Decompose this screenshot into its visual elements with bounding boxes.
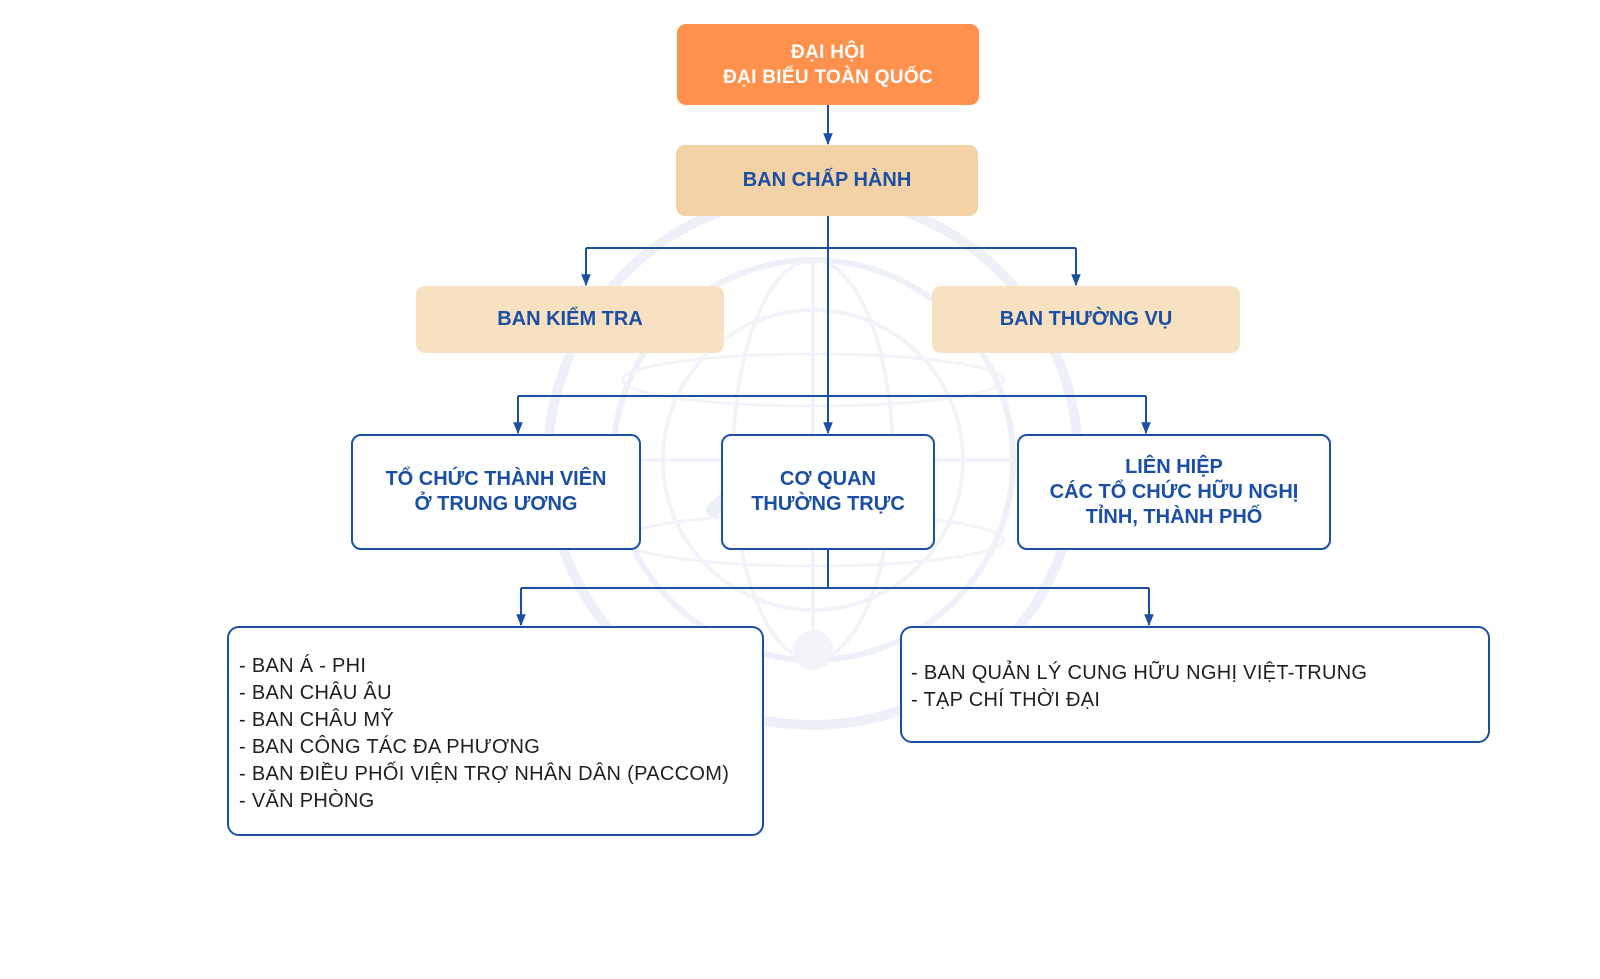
node-congress-line-2: ĐẠI BIỂU TOÀN QUỐC — [723, 66, 933, 88]
node-departments-list: - BAN Á - PHI - BAN CHÂU ÂU - BAN CHÂU M… — [227, 626, 764, 836]
list-item: - BAN CÔNG TÁC ĐA PHƯƠNG — [239, 736, 541, 758]
list-item: - BAN CHÂU ÂU — [239, 682, 392, 704]
list-item: - BAN CHÂU MỸ — [239, 709, 395, 731]
node-standing-agency: CƠ QUAN THƯỜNG TRỰC — [721, 434, 935, 550]
node-provincial-unions-line-1: LIÊN HIỆP — [1125, 455, 1223, 478]
node-executive-label: BAN CHẤP HÀNH — [742, 169, 912, 191]
node-central-member-organizations: TỔ CHỨC THÀNH VIÊN Ở TRUNG ƯƠNG — [351, 434, 641, 550]
node-standing-label: BAN THƯỜNG VỤ — [999, 308, 1173, 330]
list-item: - BAN QUẢN LÝ CUNG HỮU NGHỊ VIỆT-TRUNG — [911, 662, 1368, 684]
node-provincial-unions-line-2: CÁC TỔ CHỨC HỮU NGHỊ — [1049, 480, 1299, 503]
node-congress: ĐẠI HỘI ĐẠI BIỂU TOÀN QUỐC — [677, 24, 979, 105]
node-affiliated-units-list: - BAN QUẢN LÝ CUNG HỮU NGHỊ VIỆT-TRUNG -… — [900, 626, 1490, 743]
node-central-members-line-2: Ở TRUNG ƯƠNG — [414, 493, 578, 515]
list-item: - BAN ĐIỀU PHỐI VIỆN TRỢ NHÂN DÂN (PACCO… — [239, 763, 730, 785]
node-inspection-label: BAN KIỂM TRA — [497, 308, 643, 330]
node-inspection-committee: BAN KIỂM TRA — [416, 286, 724, 353]
node-provincial-unions-line-3: TỈNH, THÀNH PHỐ — [1085, 505, 1263, 528]
node-central-members-line-1: TỔ CHỨC THÀNH VIÊN — [385, 468, 607, 490]
list-item: - BAN Á - PHI — [239, 655, 367, 677]
node-congress-line-1: ĐẠI HỘI — [791, 41, 865, 63]
list-item: - TẠP CHÍ THỜI ĐẠI — [911, 689, 1101, 711]
list-item: - VĂN PHÒNG — [239, 790, 375, 812]
node-standing-agency-line-1: CƠ QUAN — [780, 468, 876, 490]
node-standing-committee: BAN THƯỜNG VỤ — [932, 286, 1240, 353]
node-provincial-unions: LIÊN HIỆP CÁC TỔ CHỨC HỮU NGHỊ TỈNH, THÀ… — [1017, 434, 1331, 550]
node-executive-committee: BAN CHẤP HÀNH — [676, 145, 978, 216]
node-standing-agency-line-2: THƯỜNG TRỰC — [751, 493, 905, 515]
